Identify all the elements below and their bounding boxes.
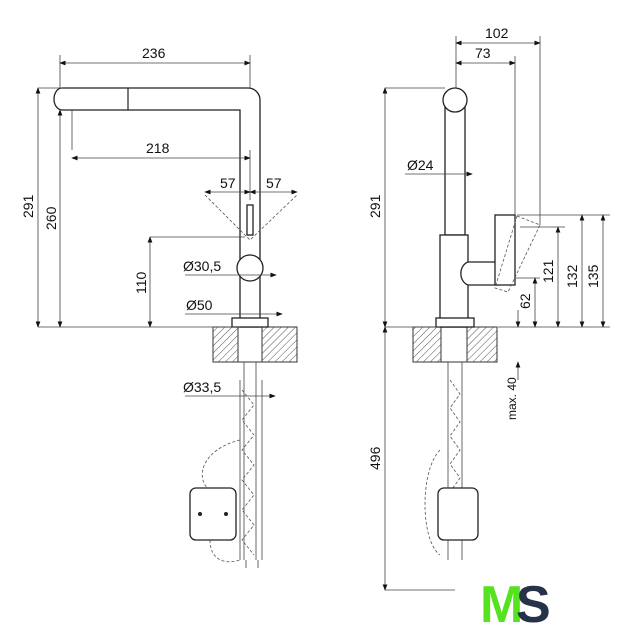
dim-d30-5: Ø30,5 bbox=[183, 258, 221, 274]
dim-135: 135 bbox=[585, 264, 601, 288]
side-view: 102 73 Ø24 291 496 62 121 132 135 max. 4… bbox=[367, 25, 610, 591]
dim-57-left: 57 bbox=[220, 175, 236, 191]
dim-d33-5: Ø33,5 bbox=[183, 379, 221, 395]
dim-73: 73 bbox=[475, 45, 491, 61]
dim-132: 132 bbox=[564, 264, 580, 288]
lever-hub bbox=[236, 254, 264, 282]
faucet-front-body bbox=[53, 87, 261, 328]
dim-d50: Ø50 bbox=[186, 297, 213, 313]
logo-letter-m: M bbox=[480, 576, 523, 634]
dim-57-right: 57 bbox=[266, 175, 282, 191]
control-box-front bbox=[189, 487, 237, 541]
logo-letter-s: S bbox=[516, 576, 551, 634]
lever bbox=[246, 204, 254, 236]
dim-110: 110 bbox=[133, 271, 149, 294]
dim-496: 496 bbox=[367, 446, 383, 470]
spout-head bbox=[442, 87, 468, 113]
dim-291-side: 291 bbox=[367, 194, 383, 218]
dim-291-front: 291 bbox=[20, 194, 36, 218]
dim-260: 260 bbox=[43, 206, 59, 230]
front-view: 236 218 57 57 291 260 110 Ø30,5 Ø50 Ø33,… bbox=[20, 45, 298, 568]
lever-handle bbox=[494, 214, 516, 286]
ms-logo: M S bbox=[480, 576, 551, 634]
base-flange bbox=[231, 317, 269, 328]
dim-d24: Ø24 bbox=[407, 157, 434, 173]
control-box-side bbox=[437, 487, 479, 541]
spout-tube bbox=[444, 99, 466, 236]
dim-218: 218 bbox=[146, 140, 170, 156]
dim-102: 102 bbox=[485, 25, 509, 41]
lever-arm bbox=[460, 261, 499, 286]
dim-236: 236 bbox=[142, 45, 166, 61]
dim-121: 121 bbox=[540, 259, 556, 283]
dim-max-40: max. 40 bbox=[505, 377, 519, 420]
dim-62: 62 bbox=[517, 293, 533, 309]
